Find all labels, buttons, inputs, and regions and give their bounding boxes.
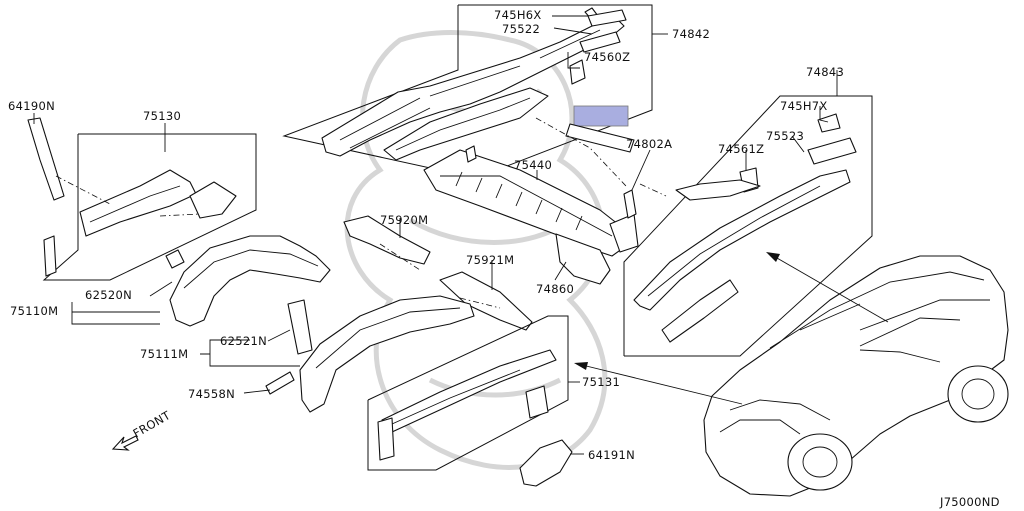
leader-lines: [33, 15, 838, 455]
part-74802a-bolt[interactable]: [623, 189, 637, 219]
label-75522[interactable]: 75522: [502, 22, 540, 36]
assembly-lines: [55, 117, 667, 309]
label-64191n[interactable]: 64191N: [588, 448, 635, 462]
part-75920m[interactable]: [343, 215, 431, 265]
diagram-code: J75000ND: [939, 495, 1000, 509]
highlight-box[interactable]: [573, 105, 629, 127]
part-75111m[interactable]: [265, 295, 475, 413]
vehicle-illustration: [703, 255, 1009, 497]
front-label: FRONT: [131, 408, 174, 441]
label-74560z[interactable]: 74560Z: [584, 50, 630, 64]
part-75110m[interactable]: [165, 235, 331, 327]
front-arrow-icon: [111, 435, 139, 451]
label-75130[interactable]: 75130: [143, 109, 181, 123]
label-75921m[interactable]: 75921M: [466, 253, 514, 267]
label-75110m[interactable]: 75110M: [10, 304, 58, 318]
label-74561z[interactable]: 74561Z: [718, 142, 764, 156]
label-74842[interactable]: 74842: [672, 27, 710, 41]
label-75111m[interactable]: 75111M: [140, 347, 188, 361]
label-75131[interactable]: 75131: [582, 375, 620, 389]
part-64191n[interactable]: [519, 439, 573, 487]
label-74802a[interactable]: 74802A: [626, 137, 672, 151]
group-frame-74843: [623, 95, 873, 357]
group-frame-75131: [367, 315, 569, 471]
part-75921m[interactable]: [439, 271, 533, 331]
part-62521n[interactable]: [287, 299, 313, 355]
part-74802-bracket[interactable]: [565, 123, 635, 153]
label-75523[interactable]: 75523: [766, 129, 804, 143]
part-75440[interactable]: [423, 145, 629, 257]
part-74860[interactable]: [555, 213, 639, 285]
label-62520n[interactable]: 62520N: [85, 288, 132, 302]
label-745h7x[interactable]: 745H7X: [780, 99, 828, 113]
group-frame-74842: [282, 4, 653, 179]
part-labels: 745H6X 75522 74842 74560Z 74843 745H7X 7…: [8, 8, 1000, 509]
label-64190n[interactable]: 64190N: [8, 99, 55, 113]
group-frame-75130: [27, 117, 257, 281]
part-74558n[interactable]: [265, 371, 295, 395]
label-74860[interactable]: 74860: [536, 282, 574, 296]
label-62521n[interactable]: 62521N: [220, 334, 267, 348]
label-75440[interactable]: 75440: [514, 158, 552, 172]
label-74558n[interactable]: 74558N: [188, 387, 235, 401]
part-64190n[interactable]: [27, 117, 65, 201]
label-74843[interactable]: 74843: [806, 65, 844, 79]
label-745h6x[interactable]: 745H6X: [494, 8, 542, 22]
pointer-arrows: [574, 252, 889, 405]
label-75920m[interactable]: 75920M: [380, 213, 428, 227]
